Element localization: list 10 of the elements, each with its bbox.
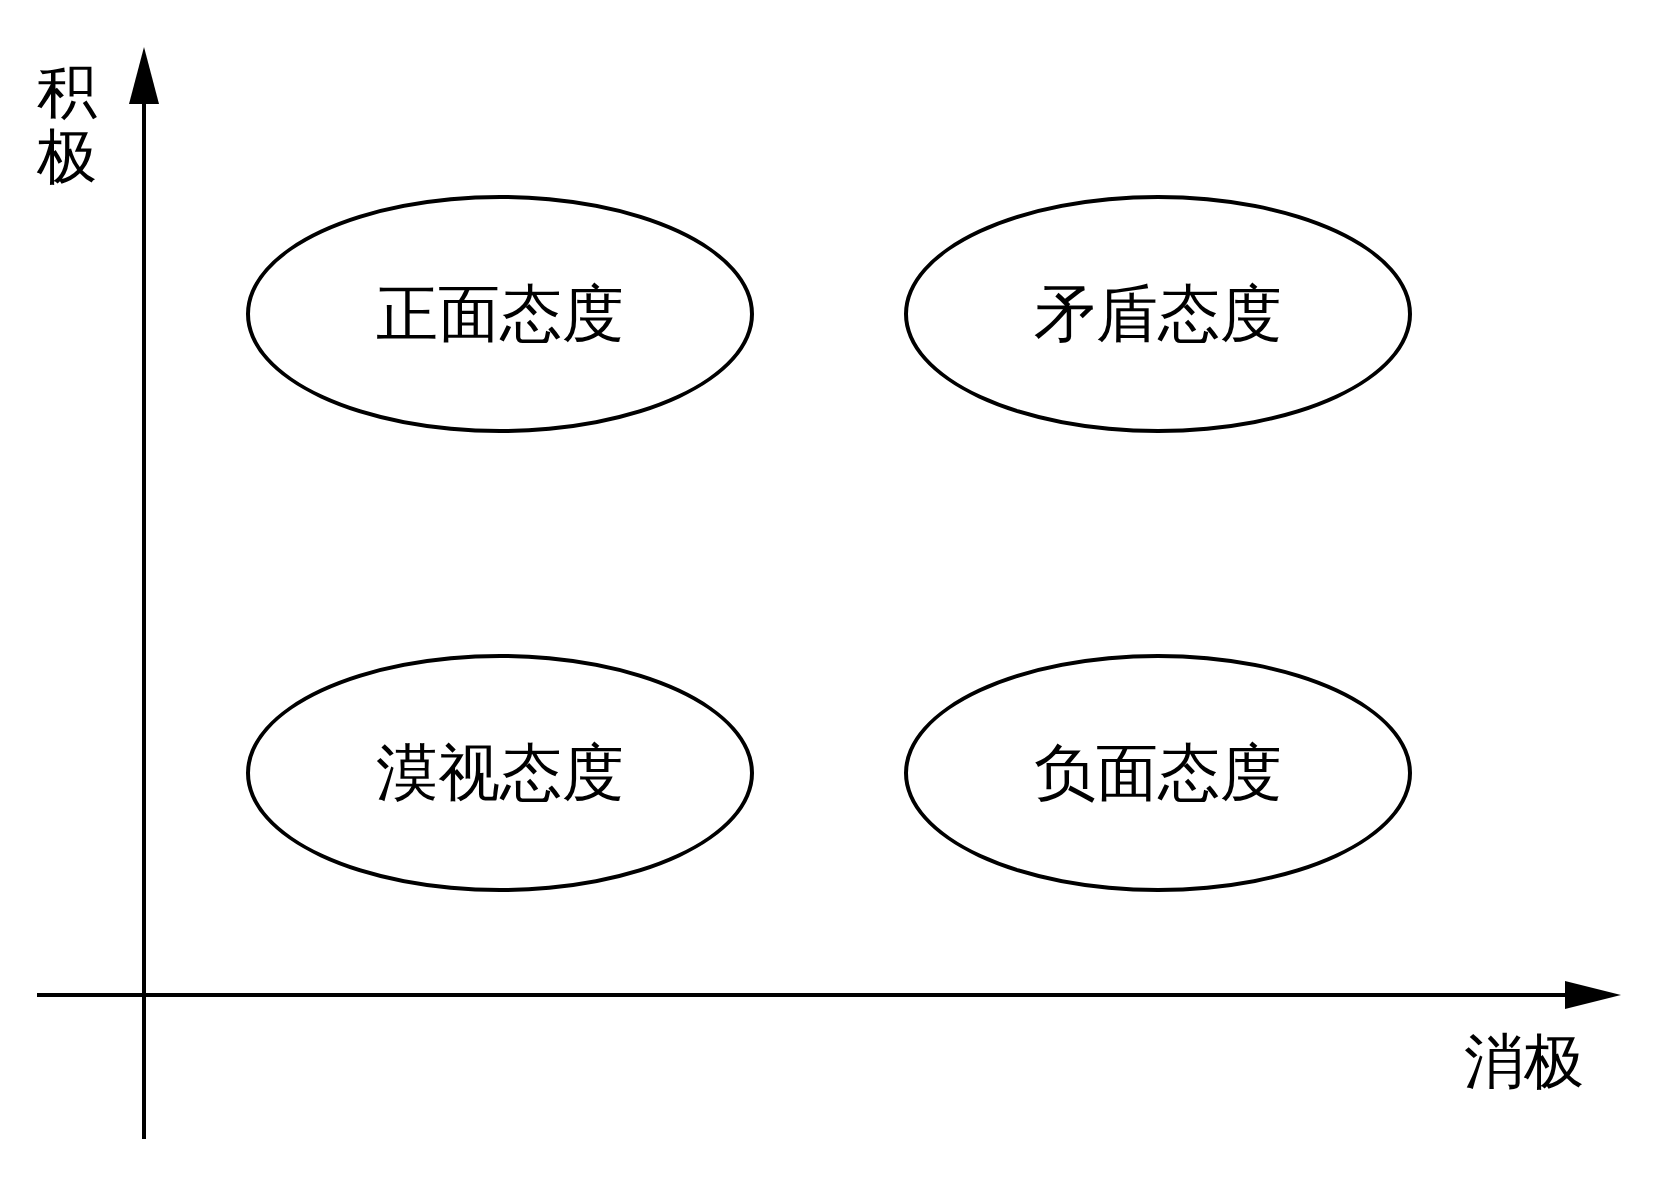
attitude-ellipse [904,654,1412,892]
node-label: 漠视态度 [376,738,624,808]
node-label: 矛盾态度 [1034,279,1282,349]
attitude-ellipse [246,195,754,433]
node-label: 负面态度 [1034,738,1282,808]
axis-label: 消极 [1464,1030,1585,1095]
attitude-ellipse [904,195,1412,433]
node-label: 正面态度 [376,279,624,349]
axis-label: 积极 [37,60,98,190]
attitude-ellipse [246,654,754,892]
